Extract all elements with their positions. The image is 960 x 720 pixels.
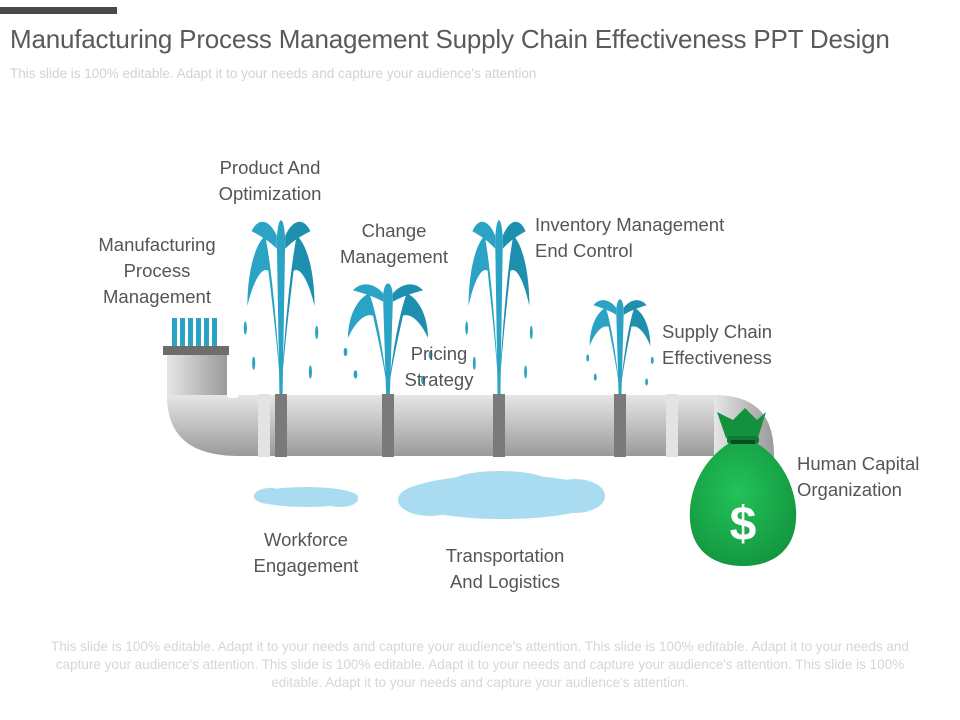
- fountain-supply-chain: [586, 299, 654, 394]
- label-pricing-strategy: Pricing Strategy: [404, 343, 474, 390]
- puddle-workforce: [254, 487, 358, 507]
- label-workforce-engagement: Workforce Engagement: [253, 529, 359, 576]
- label-transportation-and-logistics: Transportation And Logistics: [445, 545, 565, 592]
- label-inventory-management: Inventory Management End Control: [535, 214, 725, 261]
- label-product-and-optimization: Product And Optimization: [218, 157, 322, 204]
- footer-text: This slide is 100% editable. Adapt it to…: [51, 639, 909, 690]
- top-accent-bar: [0, 7, 117, 14]
- pipe: [167, 355, 774, 470]
- page-subtitle: This slide is 100% editable. Adapt it to…: [10, 66, 537, 81]
- page-title: Manufacturing Process Management Supply …: [10, 24, 890, 54]
- label-supply-chain-effectiveness: Supply Chain Effectiveness: [662, 321, 773, 368]
- puddle-transportation: [398, 471, 605, 519]
- label-manufacturing-process-management: Manufacturing Process Management: [98, 234, 216, 307]
- inlet-grate: [163, 318, 229, 355]
- fountain-product-optimization: [243, 220, 319, 394]
- money-bag-icon: $: [689, 408, 797, 566]
- label-change-management: Change Management: [340, 220, 448, 267]
- dollar-sign: $: [730, 498, 757, 551]
- label-human-capital-organization: Human Capital Organization: [797, 453, 920, 500]
